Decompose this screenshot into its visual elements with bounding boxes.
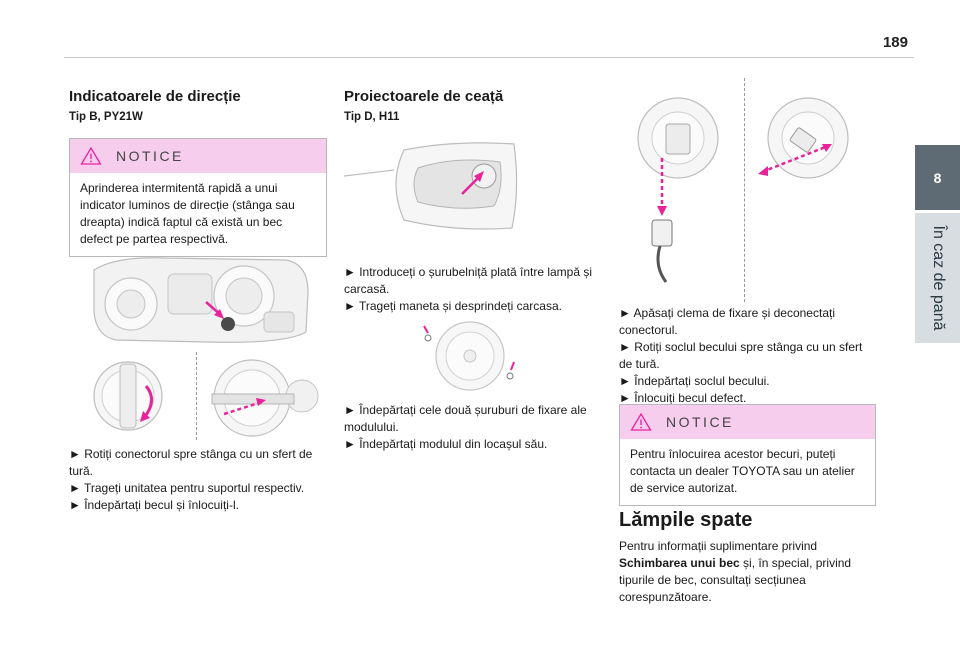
chapter-number: 8 <box>933 169 942 186</box>
notice-box: NOTICE Pentru înlocuirea acestor becuri,… <box>619 404 876 506</box>
step-2: ► Trageți maneta și desprindeți carcasa. <box>344 299 562 313</box>
step-1: ► Îndepărtați cele două șuruburi de fixa… <box>344 403 587 434</box>
fog-lamp-housing-illustration <box>344 142 518 230</box>
connector-rotate-illustration <box>93 361 163 431</box>
unit-pull-illustration <box>211 359 319 437</box>
headlamp-illustration <box>93 257 309 343</box>
notice-text: Pentru înlocuirea acestor becuri, puteți… <box>630 447 855 495</box>
step-2: ► Îndepărtați modulul din locașul său. <box>344 437 548 451</box>
notice-header: NOTICE <box>70 139 326 173</box>
step-1: ► Rotiți conectorul spre stânga cu un sf… <box>69 447 313 478</box>
figure-divider <box>744 78 745 302</box>
page-number: 189 <box>882 34 908 51</box>
notice-header: NOTICE <box>620 405 875 439</box>
warning-icon <box>630 412 652 431</box>
subheading-type-b: Tip B, PY21W <box>69 111 143 123</box>
header-rule <box>64 57 914 58</box>
step-3: ► Îndepărtați becul și înlocuiți-l. <box>69 498 239 512</box>
section-heading-turn-signals: Indicatoarele de direcție <box>69 88 241 105</box>
cross-reference-link[interactable]: Schimbarea unui bec <box>619 556 740 570</box>
steps-list-bulb: ► Apăsați clema de fixare și deconectați… <box>619 305 875 407</box>
notice-title: NOTICE <box>116 148 184 164</box>
fog-lamp-screws-illustration <box>423 321 515 391</box>
chapter-tab[interactable]: 8 <box>915 145 960 210</box>
steps-list-fog-b: ► Îndepărtați cele două șuruburi de fixa… <box>344 402 592 453</box>
chapter-title-tab: În caz de pană <box>915 213 960 343</box>
section-heading-rear-lamps: Lămpile spate <box>619 509 753 531</box>
section-heading-fog-lamps: Proiectoarele de ceață <box>344 88 504 105</box>
step-1: ► Introduceți o șurubelniță plată între … <box>344 265 593 296</box>
step-4: ► Înlocuiți becul defect. <box>619 391 747 405</box>
notice-box: NOTICE Aprinderea intermitentă rapidă a … <box>69 138 327 257</box>
notice-title: NOTICE <box>666 414 734 430</box>
step-3: ► Îndepărtați soclul becului. <box>619 374 770 388</box>
step-1: ► Apăsați clema de fixare și deconectați… <box>619 306 835 337</box>
warning-icon <box>80 146 102 165</box>
bulb-socket-rotate-illustration <box>758 97 849 179</box>
subheading-type-d: Tip D, H11 <box>344 111 400 123</box>
step-2: ► Rotiți soclul becului spre stânga cu u… <box>619 340 863 371</box>
rear-text-lead: Pentru informații suplimentare privind <box>619 539 818 553</box>
step-2: ► Trageți unitatea pentru suportul respe… <box>69 481 305 495</box>
chapter-title: În caz de pană <box>929 225 947 331</box>
steps-list-turn-signals: ► Rotiți conectorul spre stânga cu un sf… <box>69 446 325 514</box>
steps-list-fog-a: ► Introduceți o șurubelniță plată între … <box>344 264 592 315</box>
rear-text-tail: și, în special, privind tipurile de bec,… <box>619 556 852 604</box>
fog-lamp-connector-illustration <box>637 97 719 283</box>
notice-text: Aprinderea intermitentă rapidă a unui in… <box>80 181 295 246</box>
figure-divider <box>196 352 197 440</box>
